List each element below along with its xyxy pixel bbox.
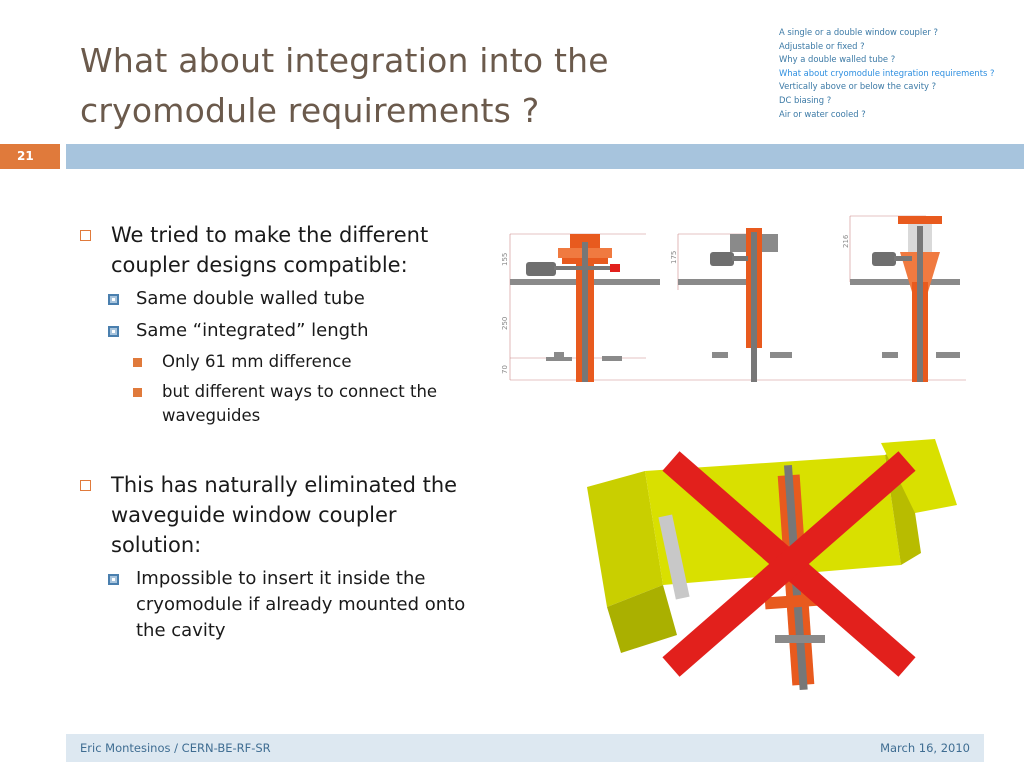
agenda-item[interactable]: Why a double walled tube ? xyxy=(779,54,896,65)
bullet-level1: This has naturally eliminated the wavegu… xyxy=(80,470,490,560)
slide-title: What about integration into the cryomodu… xyxy=(80,36,700,136)
bullet-text: Same double walled tube xyxy=(136,288,365,309)
cross-out-icon xyxy=(662,451,916,677)
bullet-level3: but different ways to connect the wavegu… xyxy=(80,380,490,428)
agenda-item-current[interactable]: What about cryomodule integration requir… xyxy=(779,67,995,78)
bullet-text: Same “integrated” length xyxy=(136,320,369,341)
bullet-text: We tried to make the different coupler d… xyxy=(111,223,429,277)
bullet-list: We tried to make the different coupler d… xyxy=(80,220,490,644)
agenda-item[interactable]: DC biasing ? xyxy=(779,94,832,105)
dimension-label: 155 xyxy=(501,253,509,266)
dimension-label: 70 xyxy=(501,365,509,374)
bullet-text: but different ways to connect the wavegu… xyxy=(162,382,438,425)
dimension-label: 175 xyxy=(670,251,678,264)
agenda-item[interactable]: A single or a double window coupler ? xyxy=(779,27,938,37)
agenda-list: A single or a double window coupler ? Ad… xyxy=(779,26,1019,121)
agenda-item[interactable]: Air or water cooled ? xyxy=(779,108,866,119)
coupler-2 xyxy=(678,228,792,382)
square-bullet-icon xyxy=(133,358,142,367)
bullet-level2: Same “integrated” length xyxy=(80,318,490,344)
slide-number: 21 xyxy=(0,144,60,169)
bullet-text: Impossible to insert it inside the cryom… xyxy=(136,568,466,641)
dimension-label: 250 xyxy=(501,317,509,330)
square-bullet-icon xyxy=(80,480,91,491)
square-bullet-icon xyxy=(108,326,119,337)
title-line-2: cryomodule requirements ? xyxy=(80,91,540,130)
footer-bar: Eric Montesinos / CERN-BE-RF-SR March 16… xyxy=(66,734,984,762)
title-line-1: What about integration into the xyxy=(80,41,609,80)
bullet-level3: Only 61 mm difference xyxy=(80,350,490,374)
footer-date: March 16, 2010 xyxy=(880,741,970,755)
dimension-label: 216 xyxy=(842,234,850,248)
square-bullet-icon xyxy=(80,230,91,241)
square-bullet-icon xyxy=(108,294,119,305)
bullet-level2: Impossible to insert it inside the cryom… xyxy=(80,566,490,644)
bullet-level1: We tried to make the different coupler d… xyxy=(80,220,490,280)
coupler-designs-drawing: 155 250 70 175 216 xyxy=(501,215,966,382)
agenda-item[interactable]: Adjustable or fixed ? xyxy=(779,40,865,51)
footer-author: Eric Montesinos / CERN-BE-RF-SR xyxy=(80,741,271,755)
square-bullet-icon xyxy=(108,574,119,585)
agenda-item[interactable]: Vertically above or below the cavity ? xyxy=(779,81,937,92)
header-band xyxy=(66,144,1024,169)
bullet-text: This has naturally eliminated the wavegu… xyxy=(111,473,458,557)
bullet-level2: Same double walled tube xyxy=(80,286,490,312)
waveguide-coupler-crossed xyxy=(587,439,957,691)
square-bullet-icon xyxy=(133,388,142,397)
coupler-1 xyxy=(510,234,660,382)
bullet-text: Only 61 mm difference xyxy=(162,352,352,371)
coupler-3 xyxy=(850,216,960,382)
